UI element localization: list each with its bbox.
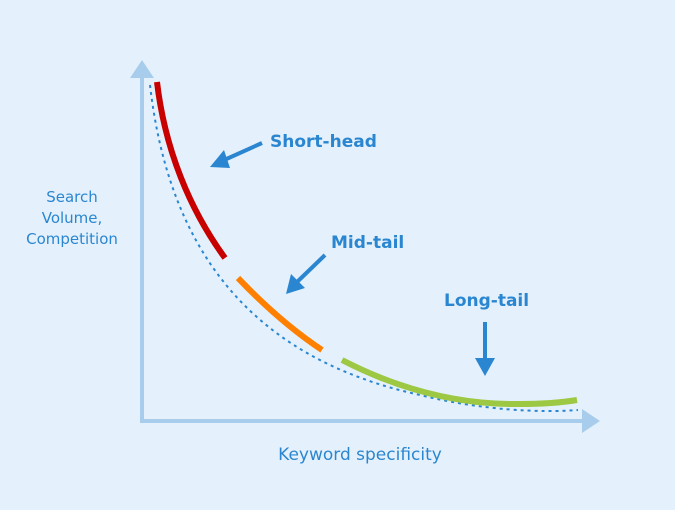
long-tail-arrow bbox=[475, 322, 495, 376]
short-head-segment bbox=[154, 81, 228, 260]
dashed-curve bbox=[149, 84, 579, 413]
short-head-arrow bbox=[210, 141, 263, 168]
short-head-label: Short-head bbox=[270, 132, 377, 152]
x-axis bbox=[140, 409, 600, 433]
y-axis-label-line1: Search bbox=[46, 188, 98, 206]
mid-tail-arrow bbox=[286, 253, 327, 294]
long-tail-label: Long-tail bbox=[444, 291, 529, 311]
y-axis-label-line2: Volume, bbox=[42, 209, 103, 227]
mid-tail-label: Mid-tail bbox=[331, 233, 404, 253]
long-tail-segment bbox=[340, 357, 578, 408]
y-axis bbox=[130, 60, 154, 420]
mid-tail-segment bbox=[235, 275, 324, 353]
x-axis-label: Keyword specificity bbox=[278, 445, 442, 465]
y-axis-label-line3: Competition bbox=[26, 230, 118, 248]
